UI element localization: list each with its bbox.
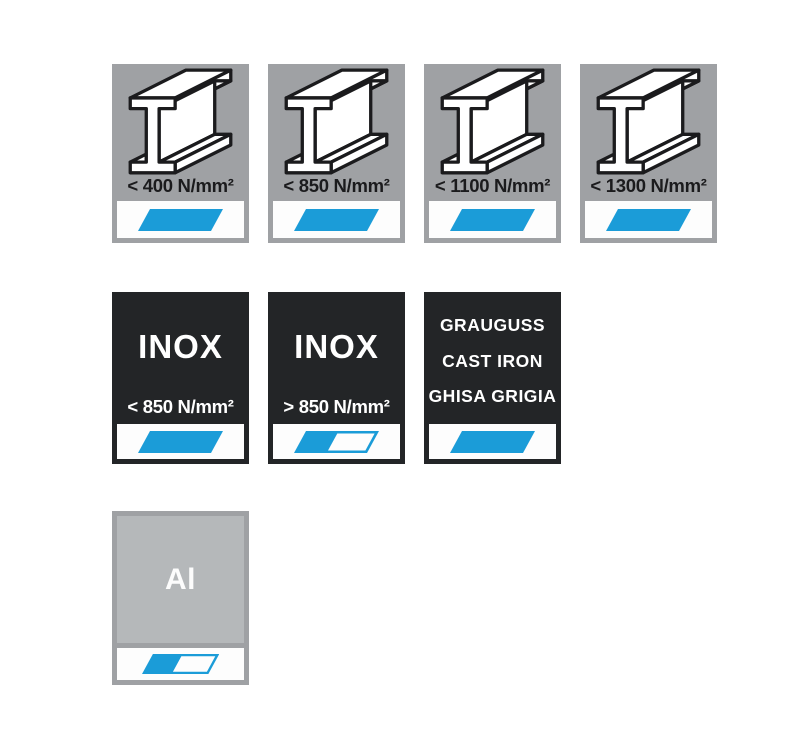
tile-aluminium: Al [112, 511, 249, 685]
material-title-de: GRAUGUSS [439, 315, 546, 335]
tile-cast-iron: GRAUGUSS CAST IRON GHISA GRIGIA [424, 292, 561, 464]
tile-inox-lt-850: INOX < 850 N/mm² [112, 292, 249, 464]
material-title-en: CAST IRON [442, 350, 543, 371]
tile-steel-1300: < 1300 N/mm² [580, 64, 717, 243]
swatch-strip [429, 424, 556, 459]
tensile-strength-label: < 400 N/mm² [127, 175, 234, 196]
swatch-strip [429, 201, 556, 238]
material-title-it: GHISA GRIGIA [428, 386, 557, 406]
tile-inox-gt-850: INOX > 850 N/mm² [268, 292, 405, 464]
tensile-strength-label: < 1300 N/mm² [590, 175, 707, 196]
swatch-strip [273, 201, 400, 238]
cut-swatch-full-icon [138, 430, 223, 453]
cut-swatch-split-icon [141, 654, 220, 674]
tensile-strength-label: < 1100 N/mm² [434, 175, 551, 196]
cut-swatch-full-icon [294, 208, 379, 231]
tensile-strength-label: < 850 N/mm² [127, 396, 234, 417]
cut-swatch-full-icon [450, 208, 535, 231]
i-beam-icon [268, 68, 405, 181]
tensile-strength-label: > 850 N/mm² [283, 396, 390, 417]
cut-swatch-full-icon [606, 208, 691, 231]
tensile-strength-label: < 850 N/mm² [283, 175, 390, 196]
tile-steel-400: < 400 N/mm² [112, 64, 249, 243]
tile-steel-1100: < 1100 N/mm² [424, 64, 561, 243]
swatch-strip [585, 201, 712, 238]
material-title: Al [165, 562, 196, 596]
material-title: INOX [294, 328, 379, 365]
i-beam-icon [580, 68, 717, 181]
material-title-multilang: GRAUGUSS CAST IRON GHISA GRIGIA [424, 308, 561, 415]
cut-swatch-split-icon [294, 430, 379, 453]
aluminium-panel: Al [117, 516, 244, 643]
material-title: INOX [138, 328, 223, 365]
swatch-strip [273, 424, 400, 459]
cut-swatch-full-icon [138, 208, 223, 231]
swatch-strip [117, 424, 244, 459]
swatch-strip [117, 648, 244, 680]
tile-steel-850: < 850 N/mm² [268, 64, 405, 243]
cut-swatch-full-icon [450, 430, 535, 453]
swatch-strip [117, 201, 244, 238]
i-beam-icon [424, 68, 561, 181]
i-beam-icon [112, 68, 249, 181]
